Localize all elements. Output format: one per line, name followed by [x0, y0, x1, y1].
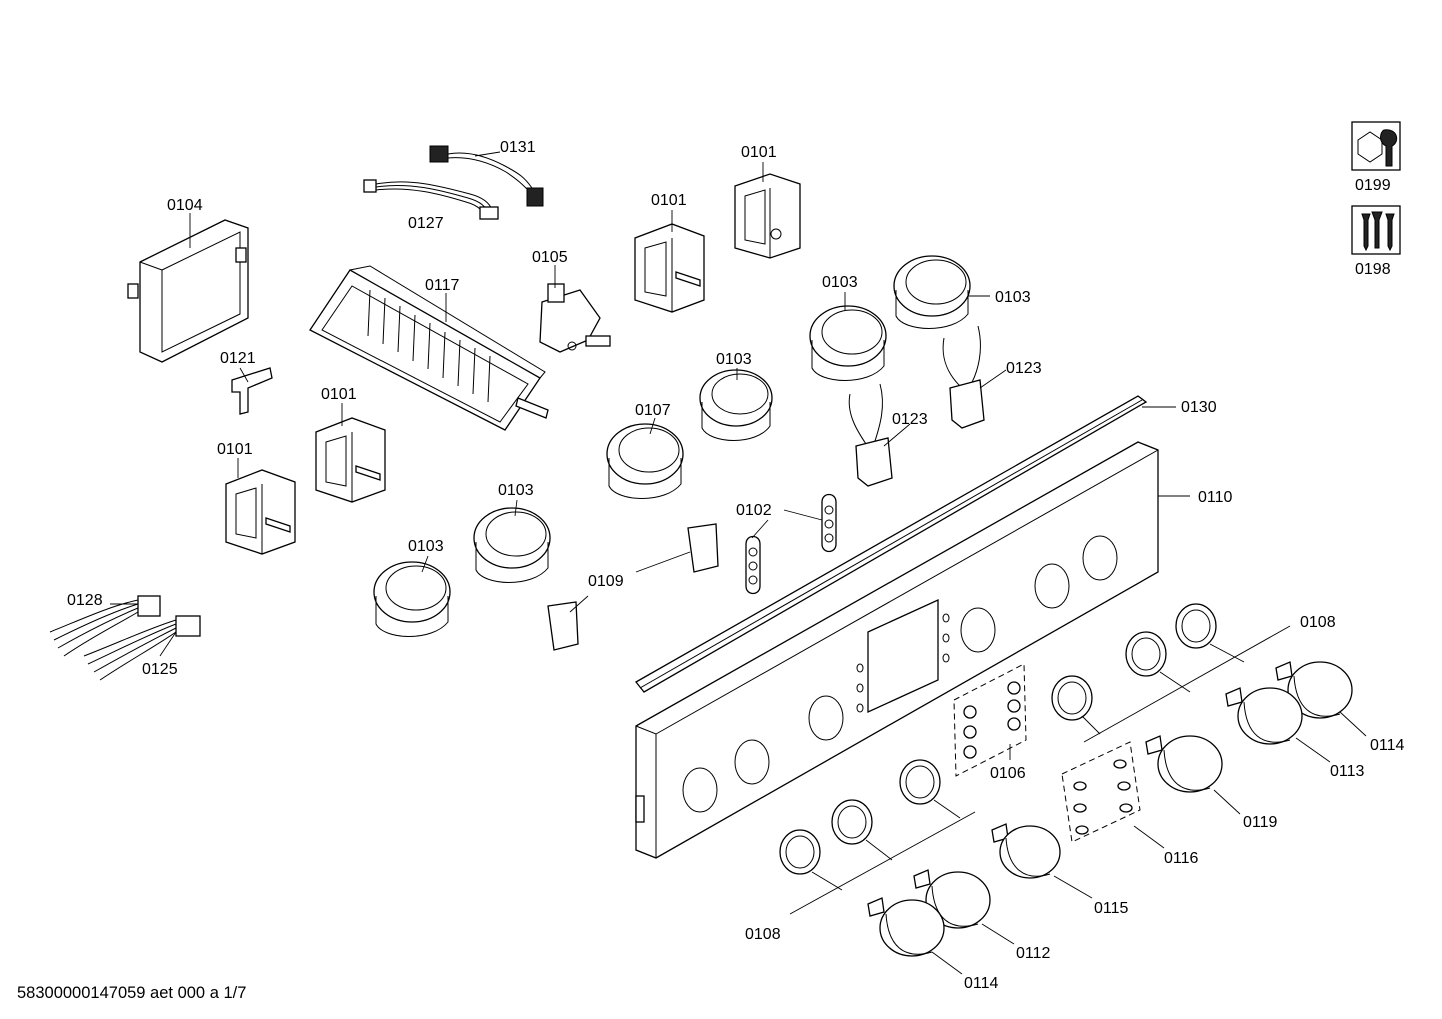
cable-0123-upper — [942, 325, 1007, 429]
label-0198: 0198 — [1355, 261, 1391, 278]
label-0105: 0105 — [532, 249, 568, 266]
harness-0127 — [363, 179, 499, 220]
label-0112: 0112 — [1016, 945, 1051, 962]
label-0109: 0109 — [588, 573, 624, 590]
insert-0103-b — [893, 255, 990, 329]
trim-strip-0130 — [635, 395, 1176, 693]
switch-contacts — [367, 289, 491, 403]
screws-0116 — [1061, 741, 1165, 849]
label-0123-upper: 0123 — [1006, 360, 1042, 377]
insert-0107 — [606, 417, 684, 499]
label-0104: 0104 — [167, 197, 203, 214]
insert-0103-c — [699, 368, 773, 441]
rotary-switch-0101-top — [734, 162, 801, 259]
label-0103-e: 0103 — [408, 538, 444, 555]
label-0108-left: 0108 — [745, 926, 781, 943]
wrench-nut-icon — [1351, 121, 1401, 171]
label-0125: 0125 — [142, 661, 178, 678]
label-0103-c: 0103 — [716, 351, 752, 368]
label-0113: 0113 — [1330, 763, 1365, 780]
holder-0109 — [547, 523, 719, 651]
label-0127: 0127 — [408, 215, 444, 232]
knob-0112 — [913, 869, 1015, 945]
switch-0117 — [309, 265, 549, 431]
label-0123-lower: 0123 — [892, 411, 928, 428]
knob-0114-right — [1275, 661, 1367, 737]
module-0104 — [127, 213, 249, 363]
label-0131: 0131 — [500, 139, 536, 156]
label-0108-right: 0108 — [1300, 614, 1336, 631]
rotary-switch-0101-mid — [634, 210, 705, 313]
insert-0103-a — [809, 292, 887, 381]
insert-0103-d — [473, 499, 551, 583]
label-0199: 0199 — [1355, 177, 1391, 194]
label-0102: 0102 — [736, 502, 772, 519]
insert-0103-e — [373, 555, 451, 637]
knob-0119 — [1145, 735, 1241, 815]
label-0121: 0121 — [220, 350, 256, 367]
label-0103-b: 0103 — [995, 289, 1031, 306]
rotary-switch-0101-far-left — [225, 458, 296, 555]
label-0119: 0119 — [1243, 814, 1278, 831]
panel-openings — [682, 535, 1118, 813]
cable-0123-lower — [848, 383, 911, 487]
label-0103-d: 0103 — [498, 482, 534, 499]
cable-set-0128 — [49, 595, 161, 657]
document-footer: 58300000147059 aet 000 a 1/7 — [17, 984, 246, 1002]
label-0128: 0128 — [67, 592, 103, 609]
light-guides-0106 — [953, 663, 1027, 777]
label-0101-mid: 0101 — [651, 192, 687, 209]
label-0117: 0117 — [425, 277, 460, 294]
label-0130: 0130 — [1181, 399, 1217, 416]
label-0101-left: 0101 — [321, 386, 357, 403]
rotary-switch-0101-left — [315, 403, 386, 503]
label-0106: 0106 — [990, 765, 1026, 782]
label-0114-right: 0114 — [1370, 737, 1405, 754]
pin-0121 — [231, 367, 273, 415]
screws-icon — [1351, 205, 1401, 255]
knob-0113 — [1225, 687, 1331, 763]
knob-0115 — [991, 823, 1093, 899]
label-0107: 0107 — [635, 402, 671, 419]
bezel-rings-0108-left — [779, 759, 976, 915]
label-0101-far-left: 0101 — [217, 441, 253, 458]
cable-set-0125 — [83, 615, 201, 681]
switch-0105 — [539, 265, 611, 353]
label-0115: 0115 — [1094, 900, 1129, 917]
spacer-0102 — [745, 493, 837, 595]
bezel-rings-0108-right — [1051, 603, 1291, 743]
label-0116: 0116 — [1164, 850, 1199, 867]
label-0103-a: 0103 — [822, 274, 858, 291]
harness-0131 — [429, 145, 544, 207]
label-0110: 0110 — [1198, 489, 1233, 506]
label-0101-top: 0101 — [741, 144, 777, 161]
control-panel-0110 — [635, 441, 1190, 859]
label-0114-left: 0114 — [964, 975, 999, 992]
part-labels: 0131 0127 0104 0101 0101 0101 0101 0117 … — [17, 139, 1405, 1002]
knob-0114-left — [867, 897, 963, 975]
